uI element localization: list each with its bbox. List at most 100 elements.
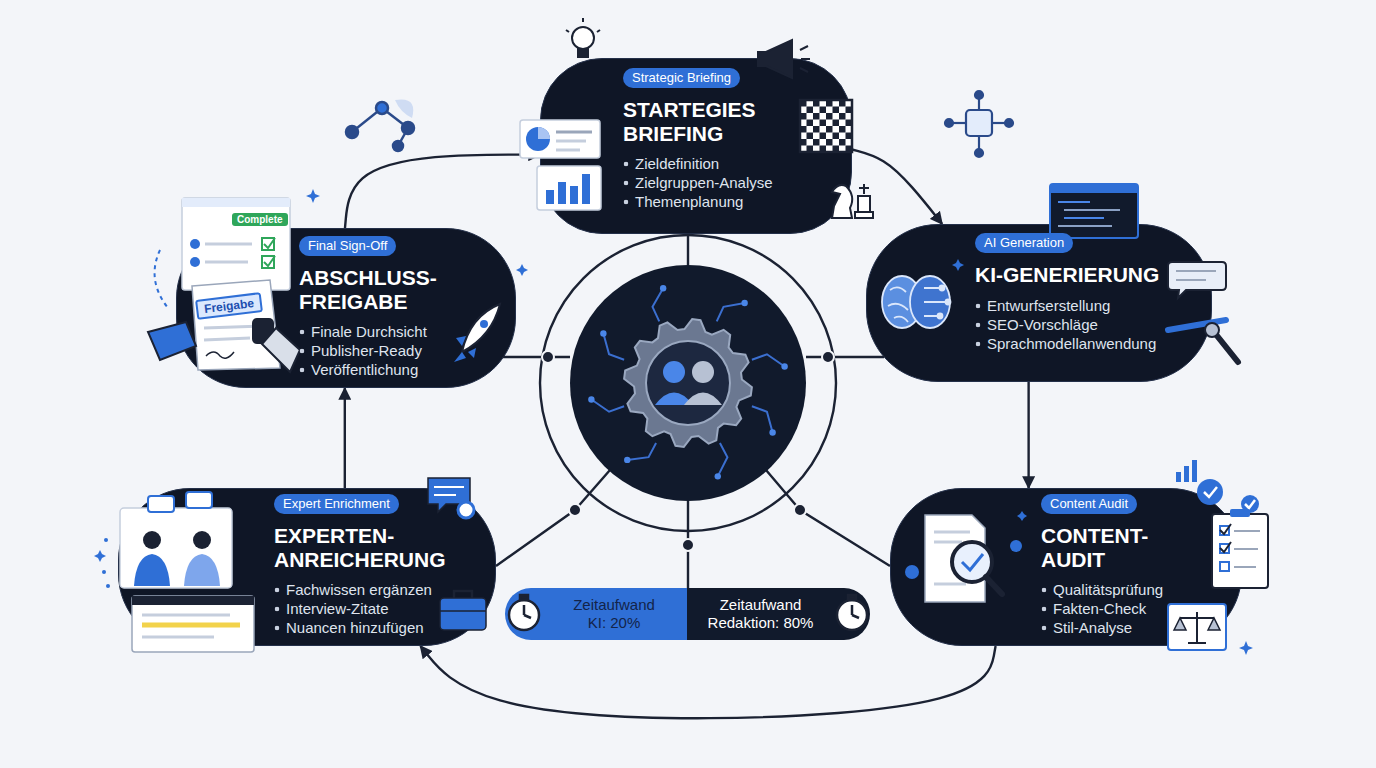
- chess-piece-icon: [859, 187, 869, 189]
- cycle-arrow: [344, 388, 346, 488]
- hub-dot: [569, 504, 581, 516]
- hub-dot: [682, 539, 694, 551]
- lightbulb-icon: [597, 30, 600, 32]
- magnifier-icon: [986, 577, 1002, 594]
- approval-document: [204, 326, 260, 328]
- circuit-trace: [752, 354, 785, 366]
- hub-circle: [570, 265, 806, 501]
- checklist-icon: [1234, 566, 1256, 568]
- chip-icon: [975, 91, 983, 99]
- dotted-trail: [104, 538, 108, 542]
- speech-bubble-icon: [1168, 262, 1226, 298]
- hub-spoke: [496, 470, 610, 566]
- step-bullet: SEO-Vorschläge: [975, 315, 1181, 334]
- brain-icon: [882, 276, 922, 328]
- step-heading: CONTENT- AUDIT: [1041, 524, 1191, 571]
- sparkle: [1017, 511, 1027, 521]
- check-badge: [1176, 472, 1181, 482]
- pie-chart-card: [526, 127, 550, 151]
- briefcase-icon: [440, 591, 486, 630]
- approval-document: [205, 243, 252, 246]
- check-badge: [1204, 487, 1255, 508]
- interview-card: [134, 554, 170, 586]
- process-pill: AI GenerationKI-GENERIERUNGEntwurfserste…: [866, 224, 1212, 382]
- stopwatch-icon: [852, 615, 859, 618]
- step-tag: Expert Enrichment: [274, 494, 399, 514]
- pie-chart-card: [556, 149, 580, 152]
- brain-icon: [940, 286, 945, 291]
- chip-icon: [952, 122, 966, 124]
- step-tag: Strategic Briefing: [623, 68, 740, 88]
- rocket-icon: [462, 304, 500, 352]
- approval-document: [262, 256, 274, 268]
- checklist-icon: [1220, 526, 1229, 535]
- network-icon: [393, 141, 403, 151]
- approval-document: [192, 280, 280, 370]
- speech-bubble-icon: [1176, 279, 1206, 281]
- briefcase-icon: [440, 598, 486, 630]
- lightbulb-icon: [582, 18, 584, 22]
- person-icon: [655, 361, 722, 405]
- stamp-hand: [252, 318, 274, 344]
- step-bullet: Entwurfserstellung: [975, 296, 1181, 315]
- hub-dot: [682, 274, 694, 286]
- chat-icon: [428, 478, 474, 518]
- check-badge: [1241, 495, 1259, 513]
- approval-document: [206, 352, 234, 358]
- browser-window: [142, 614, 230, 617]
- rocket-icon: [454, 352, 466, 362]
- scales-icon: [1196, 612, 1198, 642]
- document-icon: [934, 541, 962, 544]
- chessboard-icon: [800, 100, 852, 152]
- step-heading: KI-GENERIERUNG: [975, 263, 1181, 287]
- step-bullet: Finale Durchsicht: [299, 322, 485, 341]
- stopwatch-icon: [509, 595, 867, 630]
- bar-chart-card: [546, 190, 554, 204]
- step-tag: Final Sign-Off: [299, 236, 396, 256]
- briefcase-icon: [454, 591, 472, 598]
- network-icon: [382, 108, 408, 128]
- cycle-arrow: [1027, 382, 1029, 488]
- chip-icon: [945, 91, 1013, 157]
- magnifier-icon: [952, 542, 1002, 594]
- gear-core: [646, 341, 730, 425]
- step-bullet: Fakten-Check: [1041, 599, 1211, 618]
- interview-card: [120, 508, 232, 588]
- bar-chart-card: [570, 186, 578, 204]
- step-bullet: Fachwissen ergänzen: [274, 580, 465, 599]
- checklist-icon: [1230, 509, 1250, 517]
- chat-icon: [428, 478, 470, 512]
- person-icon: [663, 361, 685, 383]
- approval-document: [190, 239, 200, 249]
- lightbulb-icon: [572, 27, 594, 49]
- interview-card: [184, 554, 220, 586]
- hub-spoke: [806, 356, 884, 358]
- process-pill: Strategic BriefingSTARTEGIES BRIEFINGZie…: [540, 58, 852, 234]
- stopwatch-icon: [509, 600, 539, 630]
- stopwatch-icon: [520, 595, 528, 600]
- step-bullet: Sprachmodellanwendung: [975, 334, 1181, 353]
- step-heading: ABSCHLUSS- FREIGABE: [299, 266, 459, 313]
- process-pill: Expert EnrichmentEXPERTEN- ANREICHERUNGF…: [118, 488, 496, 646]
- robot-hand-icon: [1168, 320, 1238, 362]
- megaphone-icon: [800, 68, 808, 72]
- approval-document: [182, 198, 290, 370]
- terminal-window: [1058, 225, 1112, 227]
- sparkle: [516, 264, 528, 276]
- browser-window: [142, 636, 214, 639]
- dashed-arrow: [155, 250, 168, 308]
- chip-icon: [978, 136, 980, 150]
- time-share-segment: Zeitaufwand KI: 20%: [505, 588, 687, 640]
- terminal-window: [1050, 184, 1138, 193]
- step-heading: STARTEGIES BRIEFING: [623, 98, 773, 145]
- dotted-trail: [106, 584, 110, 588]
- document-icon: [934, 531, 970, 534]
- brain-icon: [882, 276, 951, 328]
- step-tag: Content Audit: [1041, 494, 1137, 514]
- circuit-trace: [715, 473, 721, 479]
- circuit-trace: [781, 363, 787, 369]
- robot-hand-icon: [1214, 332, 1238, 362]
- megaphone-icon: [758, 40, 810, 78]
- lightbulb-icon: [578, 49, 588, 57]
